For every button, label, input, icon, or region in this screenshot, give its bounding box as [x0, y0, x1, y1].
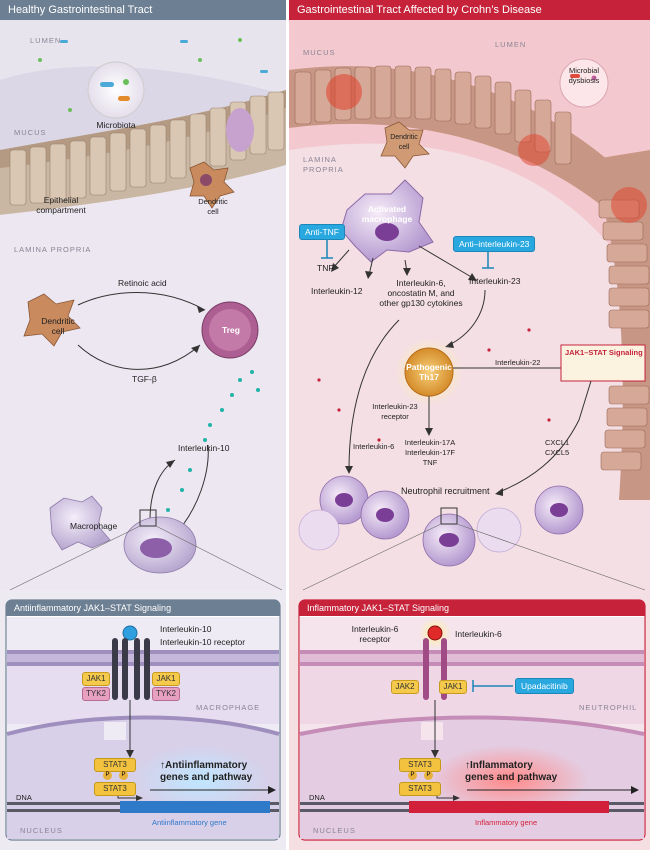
microbial-dysbiosis-label: Microbial dysbiosis — [568, 66, 600, 85]
healthy-illustration — [0, 20, 286, 841]
inflammatory-effect: ↑Inflammatory genes and pathway — [465, 760, 558, 783]
il17-tnf-label: Interleukin-17A Interleukin-17F TNF — [404, 438, 456, 467]
mucus-label: MUCUS — [14, 128, 47, 137]
tgf-beta-label: TGF-β — [132, 374, 157, 384]
il12-label: Interleukin-12 — [311, 286, 363, 296]
neutrophil-recruitment-label: Neutrophil recruitment — [401, 486, 490, 496]
macrophage-label: Macrophage — [70, 521, 118, 531]
healthy-panel: Healthy Gastrointestinal Tract LUMEN MUC… — [0, 0, 286, 850]
inflammatory-gene-label: Inflammatory gene — [475, 818, 538, 827]
healthy-panel-title: Healthy Gastrointestinal Tract — [0, 0, 286, 20]
activated-macrophage-label: Activated macrophage — [361, 204, 413, 224]
phospho-left-right: P — [408, 771, 417, 780]
il6-ligand-label: Interleukin-6 — [455, 629, 502, 639]
crohns-illustration — [289, 20, 650, 841]
lamina-propria-label: LAMINA PROPRIA — [14, 245, 92, 254]
lumen-label-right: LUMEN — [495, 40, 527, 49]
nucleus-label: NUCLEUS — [20, 826, 63, 835]
phospho-right: P — [119, 771, 128, 780]
epithelial-label: Epithelial compartment — [36, 195, 86, 215]
antiinflammatory-effect: ↑Antiinflammatory genes and pathway — [160, 760, 253, 783]
tnf-label: TNF — [317, 263, 334, 273]
anti-tnf-box: Anti-TNF — [299, 224, 345, 240]
il23-receptor-label: Interleukin-23 receptor — [372, 402, 418, 421]
dna-label: DNA — [16, 793, 32, 802]
crohns-panel: Gastrointestinal Tract Affected by Crohn… — [289, 0, 650, 850]
inflammatory-section-title: Inflammatory JAK1–STAT Signaling — [299, 600, 645, 616]
upadacitinib-box: Upadacitinib — [515, 678, 574, 694]
il10-ligand-label: Interleukin-10 — [160, 624, 212, 634]
gp130-cytokines-label: Interleukin-6, oncostatin M, and other g… — [379, 278, 463, 308]
il23-label: Interleukin-23 — [469, 276, 521, 286]
crohns-panel-title: Gastrointestinal Tract Affected by Crohn… — [289, 0, 650, 20]
antiinflammatory-gene-label: Antiinflammatory gene — [152, 818, 227, 827]
jak2-chip: JAK2 — [391, 680, 419, 694]
dendritic-cell-label: Dendritic cell — [41, 316, 75, 336]
il22-label: Interleukin-22 — [495, 358, 541, 367]
jak1-right-chip: JAK1 — [152, 672, 180, 686]
nucleus-label-right: NUCLEUS — [313, 826, 356, 835]
tyk2-left-chip: TYK2 — [82, 687, 110, 701]
il10-label: Interleukin-10 — [178, 443, 230, 453]
microbiota-label: Microbiota — [96, 120, 136, 130]
stat3-top-chip: STAT3 — [94, 758, 136, 772]
treg-label: Treg — [222, 325, 240, 335]
jak1-chip: JAK1 — [439, 680, 467, 694]
dna-label-right: DNA — [309, 793, 325, 802]
jak1-left-chip: JAK1 — [82, 672, 110, 686]
retinoic-acid-label: Retinoic acid — [118, 278, 167, 288]
il10-receptor-label: Interleukin-10 receptor — [160, 637, 246, 647]
tyk2-right-chip: TYK2 — [152, 687, 180, 701]
il6-receptor-label: Interleukin-6 receptor — [351, 624, 399, 644]
phospho-left: P — [103, 771, 112, 780]
stat3-top-chip-right: STAT3 — [399, 758, 441, 772]
cxcl-label: CXCL1 CXCL5 — [545, 438, 570, 457]
pathogenic-th17-label: Pathogenic Th17 — [406, 362, 452, 382]
stat3-bottom-chip: STAT3 — [94, 782, 136, 796]
neutrophil-cell-label: NEUTROPHIL — [579, 703, 638, 712]
lumen-label: LUMEN — [30, 36, 62, 45]
jak-stat-box-label: JAK1–STAT Signaling — [565, 348, 643, 357]
il6-label: Interleukin-6 — [353, 442, 395, 451]
antiinflammatory-section-title: Antiinflammatory JAK1–STAT Signaling — [6, 600, 280, 616]
dendritic-cell-right-label: Dendritic cell — [390, 134, 418, 151]
macrophage-cell-label: MACROPHAGE — [196, 703, 261, 712]
dendritic-cell-top-label: Dendritic cell — [198, 197, 228, 216]
anti-il23-box: Anti–interleukin-23 — [453, 236, 536, 252]
mucus-label-right: MUCUS — [303, 48, 336, 57]
stat3-bottom-chip-right: STAT3 — [399, 782, 441, 796]
phospho-right-right: P — [424, 771, 433, 780]
lamina-propria-right-label: LAMINA PROPRIA — [303, 155, 344, 174]
